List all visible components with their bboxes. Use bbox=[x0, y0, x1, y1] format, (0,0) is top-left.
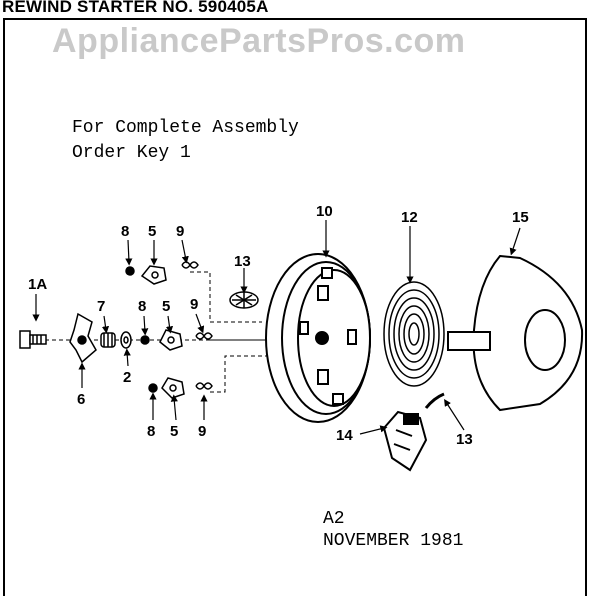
part-row-bottom bbox=[148, 377, 213, 399]
callout-5-middle: 5 bbox=[162, 298, 170, 315]
footer-code: A2 bbox=[323, 509, 345, 529]
footer-info: A2 NOVEMBER 1981 bbox=[323, 508, 463, 552]
part-spring-13-upper bbox=[229, 291, 259, 309]
callout-8-middle: 8 bbox=[138, 298, 146, 315]
part-rope-13-lower bbox=[424, 392, 445, 409]
part-coil-spring-12 bbox=[383, 281, 445, 387]
callout-6: 6 bbox=[77, 391, 85, 408]
callout-13-lower: 13 bbox=[456, 431, 473, 448]
assembly-note-line-2: Order Key 1 bbox=[72, 143, 191, 163]
callout-5-top: 5 bbox=[148, 223, 156, 240]
callout-14: 14 bbox=[336, 427, 353, 444]
watermark: AppliancePartsPros.com bbox=[52, 22, 466, 60]
callout-5-bottom: 5 bbox=[170, 423, 178, 440]
callout-2: 2 bbox=[123, 369, 131, 386]
part-washer-2 bbox=[120, 331, 132, 349]
callout-8-top: 8 bbox=[121, 223, 129, 240]
part-pulley-10 bbox=[265, 253, 371, 423]
callout-10: 10 bbox=[316, 203, 333, 220]
callout-8-bottom: 8 bbox=[147, 423, 155, 440]
callout-9-bottom: 9 bbox=[198, 423, 206, 440]
part-housing-15 bbox=[447, 254, 584, 412]
assembly-note-line-1: For Complete Assembly bbox=[72, 118, 299, 138]
callout-7: 7 bbox=[97, 298, 105, 315]
assembly-note: For Complete Assembly Order Key 1 bbox=[72, 116, 299, 166]
part-spring-7 bbox=[100, 332, 116, 348]
diagram-frame bbox=[3, 18, 587, 596]
callout-arrows bbox=[32, 220, 521, 435]
callout-1a: 1A bbox=[28, 276, 47, 293]
callout-13-upper: 13 bbox=[234, 253, 251, 270]
footer-date: NOVEMBER 1981 bbox=[323, 531, 464, 551]
part-row-middle bbox=[140, 329, 213, 351]
part-bolt-1a bbox=[19, 330, 47, 349]
part-handle-14 bbox=[382, 410, 428, 472]
callout-12: 12 bbox=[401, 209, 418, 226]
part-row-top bbox=[125, 261, 199, 285]
callout-9-middle: 9 bbox=[190, 296, 198, 313]
diagram-title: REWIND STARTER NO. 590405A bbox=[2, 0, 269, 16]
callout-15: 15 bbox=[512, 209, 529, 226]
callout-9-top: 9 bbox=[176, 223, 184, 240]
part-retainer-6 bbox=[69, 312, 97, 364]
